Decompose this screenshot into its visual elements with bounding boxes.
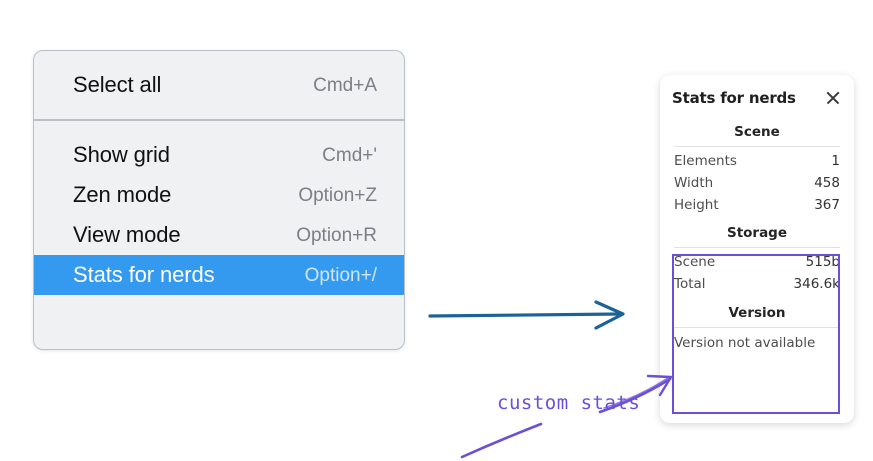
stat-value: 346.6k (793, 276, 840, 292)
menu-item-label: Zen mode (73, 182, 172, 207)
menu-item-label: Select all (73, 72, 162, 97)
version-note: Version not available (674, 335, 816, 351)
menu-item-label: View mode (73, 222, 181, 247)
table-row: Height 367 (672, 194, 842, 216)
canvas-context-menu[interactable]: Select all Cmd+A Show grid Cmd+' Zen mod… (33, 50, 405, 350)
section-divider (674, 327, 840, 328)
menu-item-stats-for-nerds[interactable]: Stats for nerds Option+/ (34, 255, 404, 295)
blue-flow-arrow (428, 300, 625, 330)
menu-item-shortcut: Cmd+' (322, 144, 377, 166)
section-heading: Storage (726, 225, 788, 241)
menu-item-select-all[interactable]: Select all Cmd+A (34, 65, 404, 105)
menu-group-primary: Select all Cmd+A (34, 51, 404, 121)
menu-item-shortcut: Cmd+A (313, 74, 377, 96)
menu-item-label: Stats for nerds (73, 262, 215, 287)
menu-item-show-grid[interactable]: Show grid Cmd+' (34, 135, 404, 175)
custom-stats-underline (460, 422, 543, 459)
table-row: Total 346.6k (672, 273, 842, 295)
stat-label: Scene (674, 254, 716, 270)
table-row: Scene 515b (672, 251, 842, 273)
stat-label: Elements (674, 153, 737, 169)
stat-value: 367 (814, 197, 840, 213)
custom-stats-label: custom stats (497, 392, 641, 414)
menu-item-zen-mode[interactable]: Zen mode Option+Z (34, 175, 404, 215)
stat-value: 515b (805, 254, 840, 270)
stat-value: 458 (814, 175, 840, 191)
stats-for-nerds-panel[interactable]: Stats for nerds Scene Elements 1 Width 4… (660, 75, 854, 423)
stat-value: 1 (831, 153, 840, 169)
menu-item-label: Show grid (73, 142, 170, 167)
menu-item-shortcut: Option+R (296, 224, 377, 246)
section-heading: Version (728, 305, 786, 321)
section-heading: Scene (734, 124, 780, 140)
section-storage: Storage Scene 515b Total 346.6k (672, 223, 842, 295)
section-divider (674, 247, 840, 248)
panel-header: Stats for nerds (672, 86, 842, 110)
stat-label: Width (674, 175, 714, 191)
section-divider (674, 146, 840, 147)
menu-group-secondary: Show grid Cmd+' Zen mode Option+Z View m… (34, 121, 404, 315)
close-icon[interactable] (824, 89, 842, 107)
stat-label: Height (674, 197, 719, 213)
section-version: Version Version not available (672, 303, 842, 353)
table-row: Elements 1 (672, 150, 842, 172)
menu-item-shortcut: Option+Z (298, 184, 377, 206)
menu-item-view-mode[interactable]: View mode Option+R (34, 215, 404, 255)
section-scene: Scene Elements 1 Width 458 Height 367 (672, 122, 842, 216)
menu-bottom-padding (34, 295, 404, 315)
stat-label: Total (674, 276, 706, 292)
panel-title: Stats for nerds (672, 89, 796, 107)
table-row: Width 458 (672, 172, 842, 194)
menu-item-shortcut: Option+/ (304, 264, 377, 286)
